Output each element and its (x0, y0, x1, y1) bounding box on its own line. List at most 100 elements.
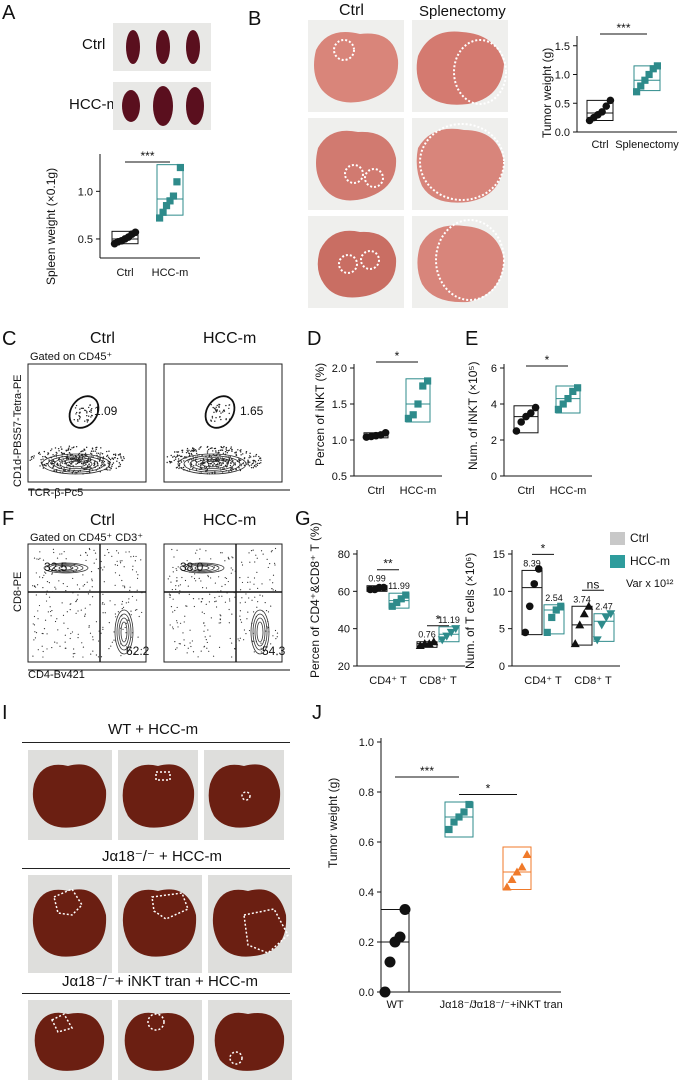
flow-event (207, 446, 208, 447)
flow-event (92, 448, 93, 449)
flow-event (48, 453, 49, 454)
sig-label: *** (420, 764, 434, 778)
x-tick-label: CD8⁺ T (419, 675, 457, 687)
flow-event (199, 447, 200, 448)
flow-event (175, 585, 176, 586)
flow-event (72, 592, 73, 593)
flow-event (188, 586, 189, 587)
x-tick-label: HCC-m (550, 485, 587, 497)
flow-event (207, 452, 208, 453)
y-tick-label: 60 (338, 586, 350, 598)
flow-event (77, 637, 78, 638)
flow-event (96, 447, 97, 448)
flow-event (43, 575, 44, 576)
flow-event (73, 656, 74, 657)
flow-c-gate-text: Gated on CD45⁺ (30, 350, 112, 363)
flow-event (221, 447, 222, 448)
sig-label: * (436, 613, 441, 627)
flow-event (218, 450, 219, 451)
flow-f-q-lr-hcc: 54.3 (262, 644, 285, 658)
data-point (503, 883, 512, 891)
flow-event (168, 578, 169, 579)
flow-event (212, 465, 213, 466)
flow-event (34, 631, 35, 632)
flow-event (206, 639, 207, 640)
flow-event (213, 412, 214, 413)
flow-event (257, 588, 258, 589)
flow-event (117, 458, 118, 459)
flow-event (129, 551, 130, 552)
flow-event (141, 592, 142, 593)
flow-event (107, 455, 108, 456)
flow-event (214, 597, 215, 598)
flow-event (206, 604, 207, 605)
flow-event (181, 461, 182, 462)
flow-event (51, 610, 52, 611)
flow-event (249, 630, 250, 631)
flow-event (98, 568, 99, 569)
flow-event (48, 459, 49, 460)
flow-event (253, 460, 254, 461)
flow-event (203, 623, 204, 624)
panel-letter-j: J (312, 702, 322, 725)
flow-event (42, 646, 43, 647)
flow-event (277, 632, 278, 633)
flow-event (131, 637, 132, 638)
flow-event (116, 550, 117, 551)
data-point (380, 584, 388, 592)
flow-event (88, 407, 89, 408)
flow-event (92, 596, 93, 597)
flow-event (77, 419, 78, 420)
flow-event (96, 559, 97, 560)
flow-event (225, 448, 226, 449)
flow-event (253, 550, 254, 551)
flow-event (247, 461, 248, 462)
liver-photo-i-inkt-1 (28, 1000, 112, 1080)
flow-event (35, 637, 36, 638)
flow-event (99, 631, 100, 632)
flow-event (120, 643, 121, 644)
x-tick-label: WT (386, 999, 403, 1011)
flow-event (101, 465, 102, 466)
flow-event (251, 623, 252, 624)
flow-event (178, 585, 179, 586)
flow-event (196, 450, 197, 451)
flow-event (266, 626, 267, 627)
flow-event (198, 598, 199, 599)
flow-event (204, 613, 205, 614)
flow-event (268, 611, 269, 612)
group-divider-2 (22, 868, 290, 869)
flow-event (245, 633, 246, 634)
flow-event (231, 656, 232, 657)
flow-event (67, 611, 68, 612)
flow-event (109, 622, 110, 623)
data-point (170, 192, 177, 199)
flow-event (42, 656, 43, 657)
flow-event (270, 606, 271, 607)
flow-event (228, 557, 229, 558)
flow-frame (164, 364, 282, 482)
flow-event (56, 642, 57, 643)
flow-event (46, 594, 47, 595)
panel-letter-a: A (2, 2, 15, 25)
flow-f-q-ul-ctrl: 32.5 (44, 560, 67, 574)
flow-event (173, 628, 174, 629)
flow-event (193, 465, 194, 466)
data-point (580, 609, 589, 617)
flow-event (115, 640, 116, 641)
flow-event (125, 551, 126, 552)
flow-event (52, 591, 53, 592)
sig-label: * (545, 353, 550, 367)
flow-event (225, 584, 226, 585)
flow-event (265, 602, 266, 603)
flow-event (214, 408, 215, 409)
flow-event (32, 585, 33, 586)
flow-event (186, 450, 187, 451)
flow-f-q-ul-hcc: 38.0 (180, 560, 203, 574)
flow-event (175, 459, 176, 460)
flow-event (39, 454, 40, 455)
flow-event (271, 551, 272, 552)
spleen-shapes-ctrl (113, 23, 211, 71)
flow-event (121, 560, 122, 561)
x-tick-label: Ctrl (591, 139, 608, 151)
